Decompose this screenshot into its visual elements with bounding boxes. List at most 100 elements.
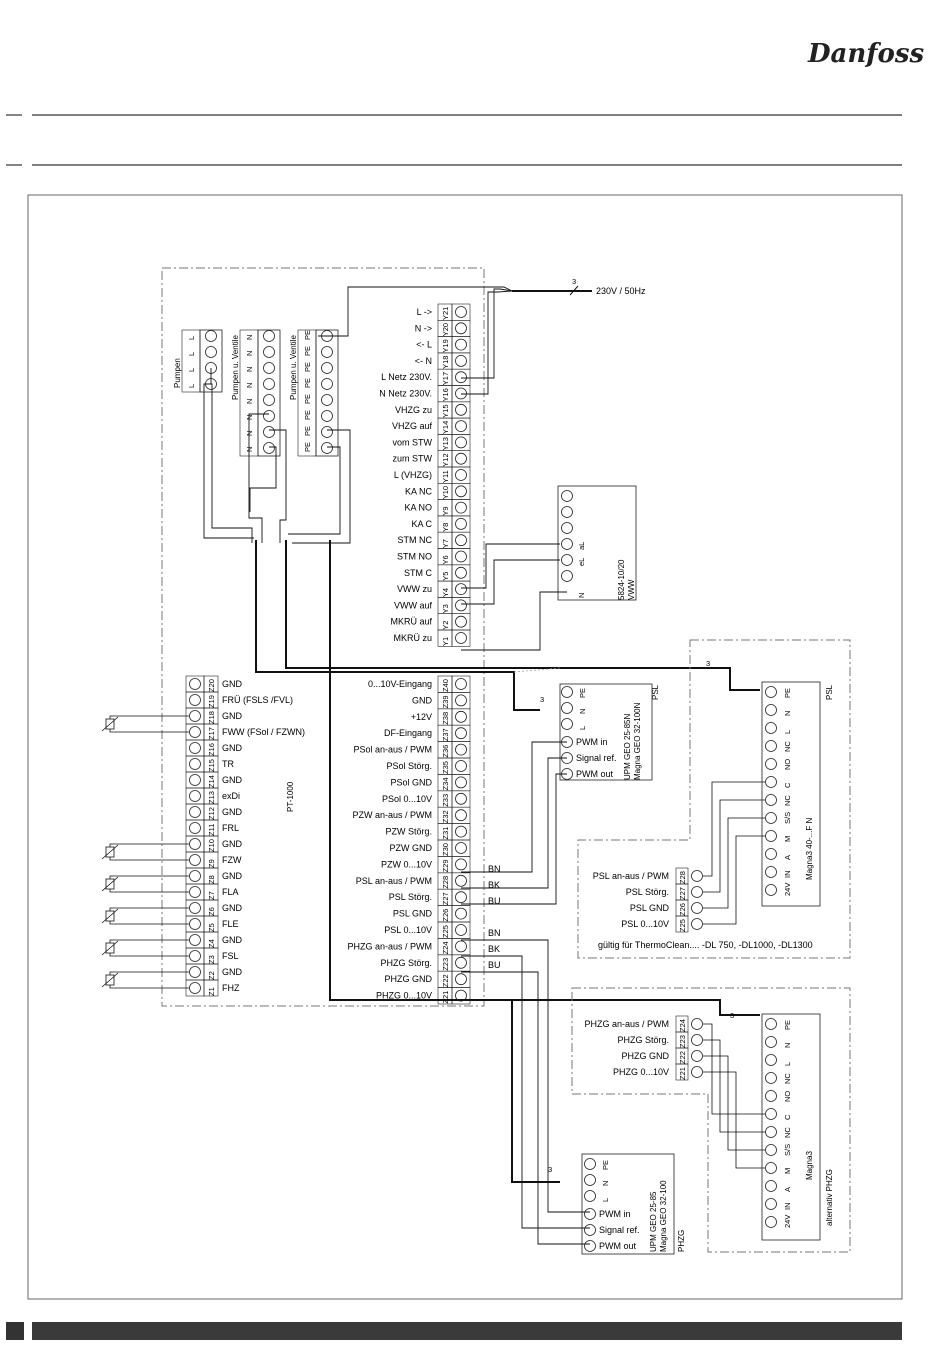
screw-terminal [455,550,467,563]
screw-terminal [321,362,333,374]
terminal-id: Z23 [678,1035,687,1048]
vww-model: 5824-10/20 [617,559,626,600]
screw-terminal [584,1158,596,1170]
screw-terminal [455,842,467,854]
pump-power-term: N [578,709,587,714]
terminal-id: Z15 [207,759,216,772]
drawing-frame [27,194,903,1300]
screw-terminal [263,426,275,438]
screw-terminal [189,774,201,786]
terminal-id: Z17 [207,727,216,740]
terminal-id: Y19 [441,339,450,352]
psl-alt-cable-count: 3 [706,659,710,668]
terminal-label: <- N [415,356,432,366]
wire-color-label: BK [488,880,500,890]
terminal-id: Y2 [441,621,450,630]
screw-terminal [691,1034,703,1046]
screw-terminal [691,902,703,914]
screw-terminal [455,501,467,514]
mains-wire-count: 3 [572,277,576,286]
terminal-id: Y1 [441,637,450,646]
screw-terminal [765,1108,777,1120]
screw-terminal [455,436,467,449]
screw-terminal [455,874,467,887]
screw-terminal [561,702,573,714]
screw-terminal [455,727,467,740]
terminal-label: PE [303,394,312,404]
wire-color-label: BN [488,864,501,874]
terminal-id: Z6 [207,907,216,916]
terminal-label: KA C [411,519,432,529]
pt1000-sensor-icon [101,715,189,733]
screw-terminal [455,615,467,628]
screw-terminal [455,322,467,335]
terminal-label: PSol GND [390,777,432,787]
screw-terminal [455,694,467,707]
magna-term: M [783,1168,792,1174]
pump-signal-term: PWM out [599,1241,637,1251]
terminal-id: Y9 [441,506,450,515]
terminal-label: L [187,384,196,388]
pt1000-sensor-icon [101,907,189,925]
terminal-id: Y3 [441,604,450,613]
terminal-label: N [245,367,254,372]
terminal-label: STM NO [397,552,432,562]
terminal-label: VHZG zu [395,405,432,415]
screw-terminal [765,1144,777,1156]
screw-terminal [691,918,703,930]
pump-signal-term: PWM in [599,1209,631,1219]
terminal-id: Z12 [207,807,216,820]
magna-term: NC [783,795,792,806]
terminal-label: TR [222,759,234,769]
terminal-id: Y11 [441,470,450,483]
screw-terminal [189,694,201,706]
pump-power-term: N [601,1181,610,1186]
terminal-id: Z5 [207,923,216,932]
terminal-label: DF-Eingang [384,728,432,738]
screw-terminal [765,848,777,860]
screw-terminal [561,736,573,748]
terminal-label: PE [303,378,312,388]
screw-terminal [561,752,573,764]
screw-terminal [455,566,467,579]
terminal-label: L [187,336,196,340]
terminal-label: PHZG GND [384,974,432,984]
screw-terminal [765,1018,777,1030]
screw-terminal [189,822,201,834]
pumpen-label: Pumpen [173,358,182,388]
screw-terminal [455,809,467,822]
z-terminal-strip: Z400...10V-EingangZ39GNDZ38+12VZ37DF-Ein… [347,675,471,1005]
screw-terminal [263,362,275,374]
pump-signal-term: Signal ref. [599,1225,640,1235]
terminal-label: PHZG an-aus / PWM [584,1019,669,1029]
screw-terminal [455,940,467,953]
terminal-label: PE [303,426,312,436]
screw-terminal [584,1208,596,1220]
screw-terminal [765,794,777,806]
terminal-label: N Netz 230V. [379,389,432,399]
terminal-id: Z27 [441,892,450,905]
terminal-label: STM NC [398,535,433,545]
terminal-id: Y20 [441,323,450,336]
terminal-id: Y6 [441,555,450,564]
terminal-label: L Netz 230V. [381,372,432,382]
terminal-label: L -> [417,307,432,317]
screw-terminal [455,338,467,351]
magna-term: NO [783,759,792,770]
phzg-model-1: UPM GEO 25-85 [649,1191,658,1252]
terminal-id: Z18 [207,711,216,724]
terminal-label: PE [303,330,312,340]
screw-terminal [561,538,573,550]
terminal-id: Z24 [441,941,450,954]
magna-term: N [783,1043,792,1048]
screw-terminal [455,825,467,838]
terminal-label: exDi [222,791,240,801]
screw-terminal [691,1066,703,1078]
terminal-label: PHZG 0...10V [376,991,432,1001]
screw-terminal [455,678,467,690]
terminal-id: Y8 [441,523,450,532]
terminal-label: GND [222,743,243,753]
screw-terminal [691,1050,703,1062]
